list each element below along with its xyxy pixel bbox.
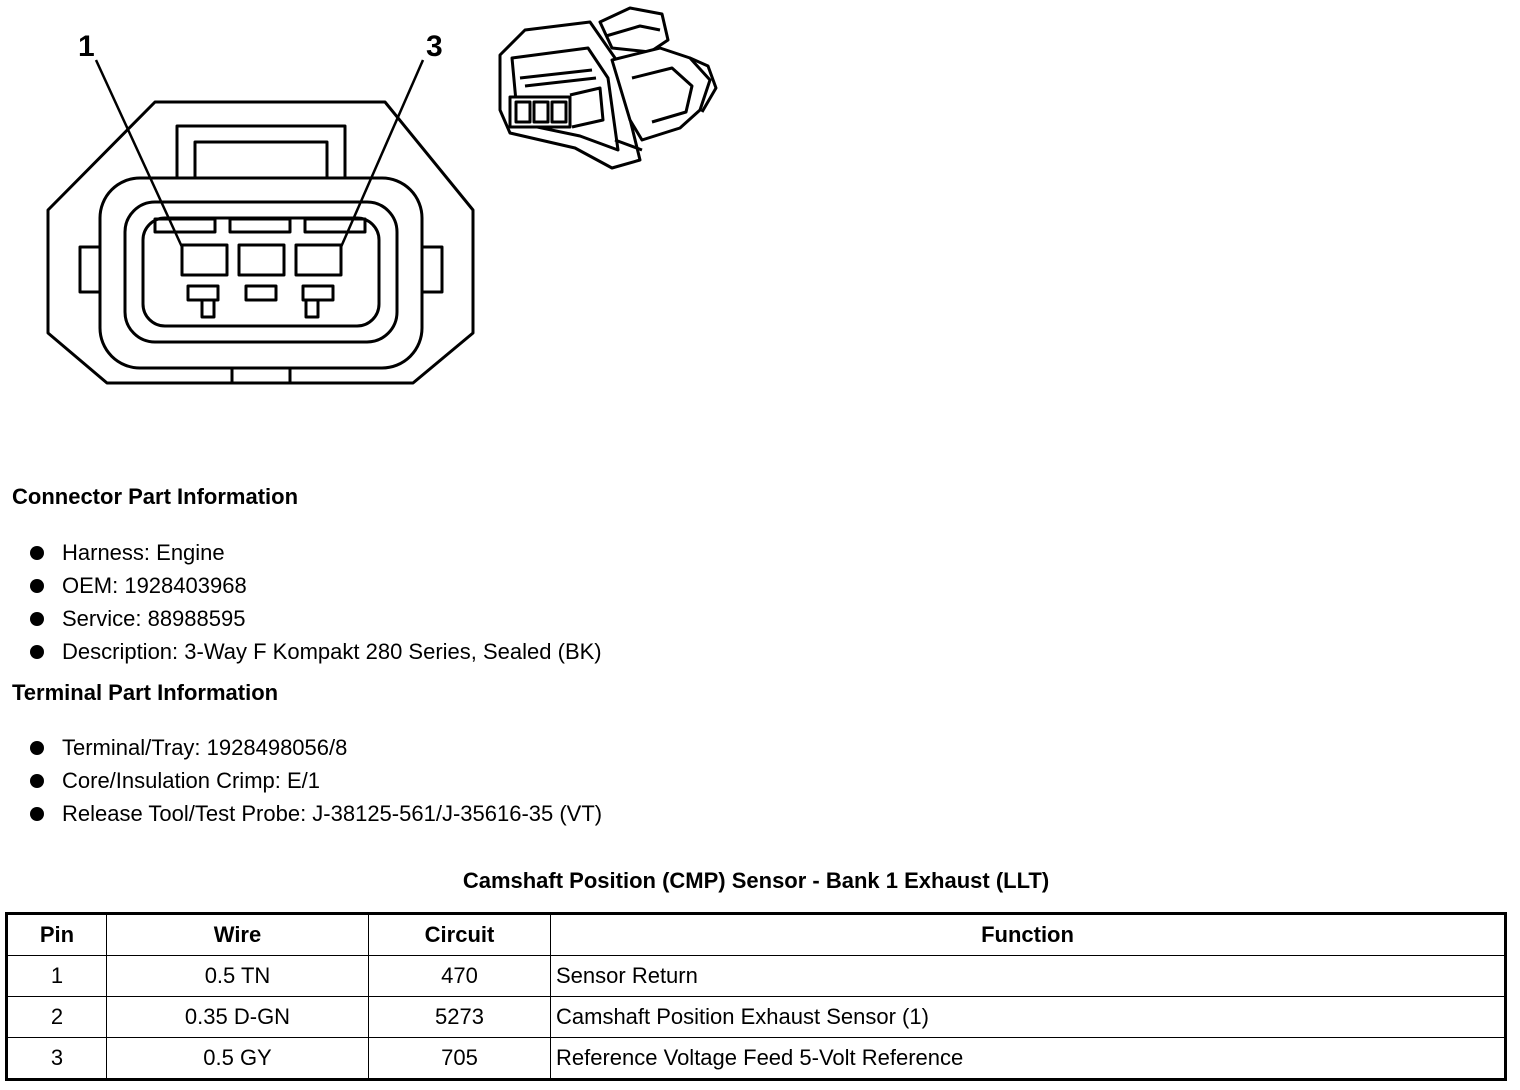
cell-pin: 2: [6, 996, 107, 1038]
cell-wire: 0.35 D-GN: [106, 996, 369, 1038]
list-item: Release Tool/Test Probe: J-38125-561/J-3…: [28, 797, 602, 830]
cell-pin: 3: [6, 1037, 107, 1080]
terminal-info-heading: Terminal Part Information: [12, 680, 279, 705]
pinout-table: Pin Wire Circuit Function 1 0.5 TN 470 S…: [5, 912, 1507, 1081]
bullet-icon: [30, 741, 44, 755]
cell-wire: 0.5 GY: [106, 1037, 369, 1080]
list-item-text: Core/Insulation Crimp: E/1: [62, 768, 320, 793]
cell-function: Sensor Return: [550, 955, 1506, 997]
cell-circuit: 5273: [368, 996, 551, 1038]
terminal-slot: [153, 217, 217, 234]
table-row: 2 0.35 D-GN 5273 Camshaft Position Exhau…: [6, 996, 1506, 1038]
terminal-slot: [228, 217, 292, 234]
bullet-icon: [30, 774, 44, 788]
cell-function: Reference Voltage Feed 5-Volt Reference: [550, 1037, 1506, 1080]
column-header-function: Function: [550, 913, 1506, 956]
connector-latch: [175, 124, 347, 178]
list-item: Terminal/Tray: 1928498056/8: [28, 731, 602, 764]
list-item-text: Harness: Engine: [62, 540, 225, 565]
connector-seal-inner: [141, 216, 381, 328]
connector-info-heading: Connector Part Information: [12, 484, 299, 509]
bullet-icon: [30, 579, 44, 593]
terminal-key-stem: [200, 298, 216, 319]
cell-circuit: 470: [368, 955, 551, 997]
column-header-pin: Pin: [6, 913, 107, 956]
connector-outer-body: [46, 100, 475, 385]
table-row: 1 0.5 TN 470 Sensor Return: [6, 955, 1506, 997]
list-item: Service: 88988595: [28, 602, 602, 635]
pin-3-leader-line: [339, 59, 425, 248]
connector-inner-housing: [98, 176, 424, 370]
right-side-rib: [420, 245, 444, 294]
terminal-info-list: Terminal/Tray: 1928498056/8 Core/Insulat…: [28, 731, 602, 830]
cell-wire: 0.5 TN: [106, 955, 369, 997]
connector-seal-outer: [123, 200, 399, 344]
cell-pin: 1: [6, 955, 107, 997]
list-item: Description: 3-Way F Kompakt 280 Series,…: [28, 635, 602, 668]
pin-1-leader-line: [94, 59, 184, 248]
bullet-icon: [30, 612, 44, 626]
terminal-cavity-3: [294, 243, 343, 277]
terminal-cavity-1: [180, 243, 229, 277]
connector-3d-illustration: [498, 6, 718, 170]
pinout-table-title: Camshaft Position (CMP) Sensor - Bank 1 …: [462, 868, 1050, 893]
terminal-key: [244, 284, 278, 302]
connector-diagram: 1 3: [46, 6, 718, 385]
terminal-key: [301, 284, 335, 302]
list-item-text: Terminal/Tray: 1928498056/8: [62, 735, 348, 760]
connector-latch-inner: [193, 140, 329, 178]
terminal-key-stem: [304, 298, 320, 319]
list-item-text: OEM: 1928403968: [62, 573, 247, 598]
connector-info-list: Harness: Engine OEM: 1928403968 Service:…: [28, 536, 602, 668]
terminal-slot: [303, 217, 367, 234]
terminal-cavity-2: [237, 243, 286, 277]
pin-label-1: 1: [78, 30, 95, 63]
list-item: Harness: Engine: [28, 536, 602, 569]
cell-circuit: 705: [368, 1037, 551, 1080]
list-item-text: Service: 88988595: [62, 606, 246, 631]
cell-function: Camshaft Position Exhaust Sensor (1): [550, 996, 1506, 1038]
list-item: OEM: 1928403968: [28, 569, 602, 602]
list-item-text: Release Tool/Test Probe: J-38125-561/J-3…: [62, 801, 603, 826]
left-side-rib: [78, 245, 102, 294]
bullet-icon: [30, 807, 44, 821]
column-header-circuit: Circuit: [368, 913, 551, 956]
list-item-text: Description: 3-Way F Kompakt 280 Series,…: [62, 639, 602, 664]
table-header-row: Pin Wire Circuit Function: [6, 913, 1506, 956]
terminal-key: [186, 284, 220, 302]
bullet-icon: [30, 546, 44, 560]
bullet-icon: [30, 645, 44, 659]
table-row: 3 0.5 GY 705 Reference Voltage Feed 5-Vo…: [6, 1037, 1506, 1080]
pin-label-3: 3: [426, 30, 443, 63]
list-item: Core/Insulation Crimp: E/1: [28, 764, 602, 797]
column-header-wire: Wire: [106, 913, 369, 956]
